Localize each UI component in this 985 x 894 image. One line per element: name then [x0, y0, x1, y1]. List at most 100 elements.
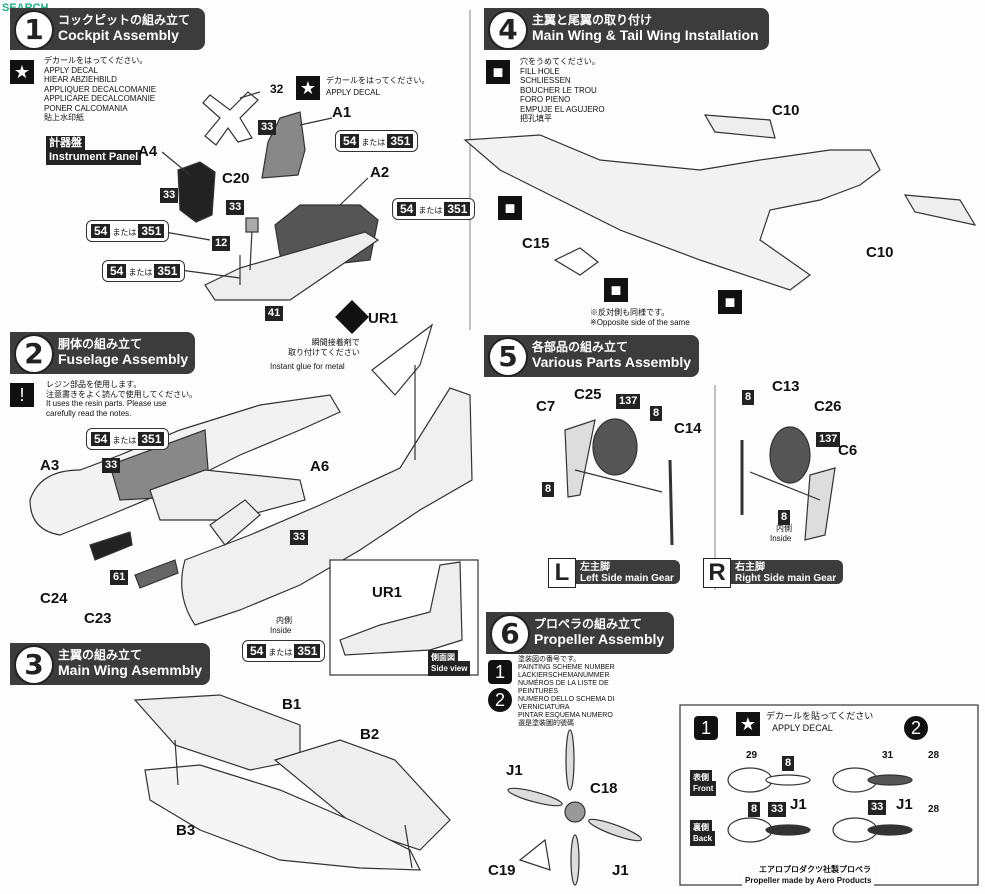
part-C10-top: C10: [772, 102, 800, 119]
part-A2: A2: [370, 164, 390, 181]
part-B2: B2: [360, 726, 380, 743]
step1-title-jp: コックピットの組み立て: [58, 13, 191, 27]
part-C19: C19: [488, 862, 516, 879]
right-gear-jp: 右主脚: [735, 562, 765, 573]
color-8-d: 8: [778, 510, 791, 525]
star-icon: ★: [10, 60, 34, 84]
part-UR1-side: UR1: [372, 584, 403, 601]
opposite-note: ※反対側も同様です。 ※Opposite side of the same: [590, 308, 690, 327]
part-B3: B3: [176, 822, 196, 839]
color-8-f: 8: [748, 802, 761, 817]
step4-number: 4: [488, 10, 528, 50]
part-C26: C26: [814, 398, 842, 415]
part-C10-bottom: C10: [866, 244, 894, 261]
step2-header: 2 胴体の組み立て Fuselage Assembly: [10, 332, 195, 374]
aero-products-en: Propeller made by Aero Products: [742, 873, 875, 888]
inside-en-gear: Inside: [770, 534, 792, 543]
glue-note-jp: 瞬間接着剤で 取り付けてください: [288, 338, 360, 357]
right-gear-en: Right Side main Gear: [735, 573, 837, 584]
part-C6: C6: [838, 442, 858, 459]
step1-number: 1: [14, 10, 54, 50]
step5-title-jp: 各部品の組み立て: [532, 340, 629, 354]
color-28-a: 28: [928, 750, 940, 761]
color-41: 41: [265, 306, 284, 321]
scheme-2-icon: 2: [488, 688, 512, 712]
step2-title-en: Fuselage Assembly: [58, 351, 189, 367]
star-icon-2: ★: [296, 76, 320, 100]
fill-hole-icon-4: ■: [718, 290, 742, 314]
box-apply-jp: デカールを貼ってください: [766, 711, 874, 721]
part-J1-box-b: J1: [896, 796, 913, 813]
decal-note: デカールをはってください。 APPLY DECAL HIEAR ABZIEHBI…: [44, 56, 157, 122]
step1-title-en: Cockpit Assembly: [58, 27, 179, 43]
step5-number: 5: [488, 337, 528, 377]
color-29: 29: [746, 750, 758, 761]
part-C23: C23: [84, 610, 112, 627]
resin-note: レジン部品を使用します。 注意書きをよく読んで使用してください。 It uses…: [46, 380, 198, 418]
step5-header: 5 各部品の組み立て Various Parts Assembly: [484, 335, 699, 377]
part-B1: B1: [282, 696, 302, 713]
instrument-panel-en: Instrument Panel: [46, 150, 142, 165]
part-A1: A1: [332, 104, 352, 121]
color-8-e: 8: [782, 756, 795, 771]
fill-hole-icon-3: ■: [604, 278, 628, 302]
color-33-e: 33: [290, 530, 309, 545]
back-en: Back: [690, 831, 716, 846]
color-28-b: 28: [928, 804, 940, 815]
color-33-a: 33: [258, 120, 277, 135]
step6-title-en: Propeller Assembly: [534, 631, 665, 647]
inside-label-jp: 内側: [276, 616, 292, 625]
part-C14: C14: [674, 420, 702, 437]
step3-header: 3 主翼の組み立て Main Wing Asemmbly: [10, 643, 210, 685]
right-gear-label: R 右主脚 Right Side main Gear: [703, 558, 843, 588]
part-32: 32: [270, 82, 284, 96]
step3-number: 3: [14, 645, 54, 685]
left-gear-label: L 左主脚 Left Side main Gear: [548, 558, 680, 588]
part-C25: C25: [574, 386, 602, 403]
scheme-1-icon: 1: [488, 660, 512, 684]
color-12: 12: [212, 236, 231, 251]
color-8-b: 8: [542, 482, 555, 497]
step4-title-en: Main Wing & Tail Wing Installation: [532, 27, 759, 43]
color-31: 31: [882, 750, 894, 761]
color-33-f: 33: [768, 802, 787, 817]
part-A4: A4: [138, 143, 158, 160]
step2-number: 2: [14, 334, 54, 374]
step6-number: 6: [490, 614, 530, 654]
color-8-c: 8: [742, 390, 755, 405]
box-scheme-1: 1: [694, 716, 718, 740]
decal-note-jp: デカールをはってください。: [326, 76, 430, 85]
painting-scheme-note: 塗装図の番号です。 PAINTING SCHEME NUMBER LACKIER…: [518, 656, 615, 727]
step2-title-jp: 胴体の組み立て: [58, 337, 143, 351]
step4-header: 4 主翼と尾翼の取り付け Main Wing & Tail Wing Insta…: [484, 8, 769, 50]
color-33-c: 33: [226, 200, 245, 215]
color-137-right: 137: [816, 432, 841, 447]
box-scheme-2: 2: [904, 716, 928, 740]
side-view-en: Side view: [428, 661, 471, 676]
part-J1-b: J1: [612, 862, 629, 879]
part-C18: C18: [590, 780, 618, 797]
fill-hole-icon-2: ■: [498, 196, 522, 220]
step3-title-jp: 主翼の組み立て: [58, 648, 143, 662]
step3-title-en: Main Wing Asemmbly: [58, 662, 203, 678]
part-A6: A6: [310, 458, 330, 475]
right-gear-letter: R: [703, 558, 731, 588]
decal-note-en: APPLY DECAL: [326, 88, 380, 97]
box-star-icon: ★: [736, 712, 760, 736]
part-C7: C7: [536, 398, 556, 415]
part-C15: C15: [522, 235, 550, 252]
part-J1-box-a: J1: [790, 796, 807, 813]
part-A3: A3: [40, 457, 60, 474]
part-C20: C20: [222, 170, 250, 187]
glue-note-en: Instant glue for metal: [270, 362, 345, 371]
color-137-left: 137: [616, 394, 641, 409]
color-33-d: 33: [102, 458, 121, 473]
step6-title-jp: プロペラの組み立て: [534, 617, 643, 631]
